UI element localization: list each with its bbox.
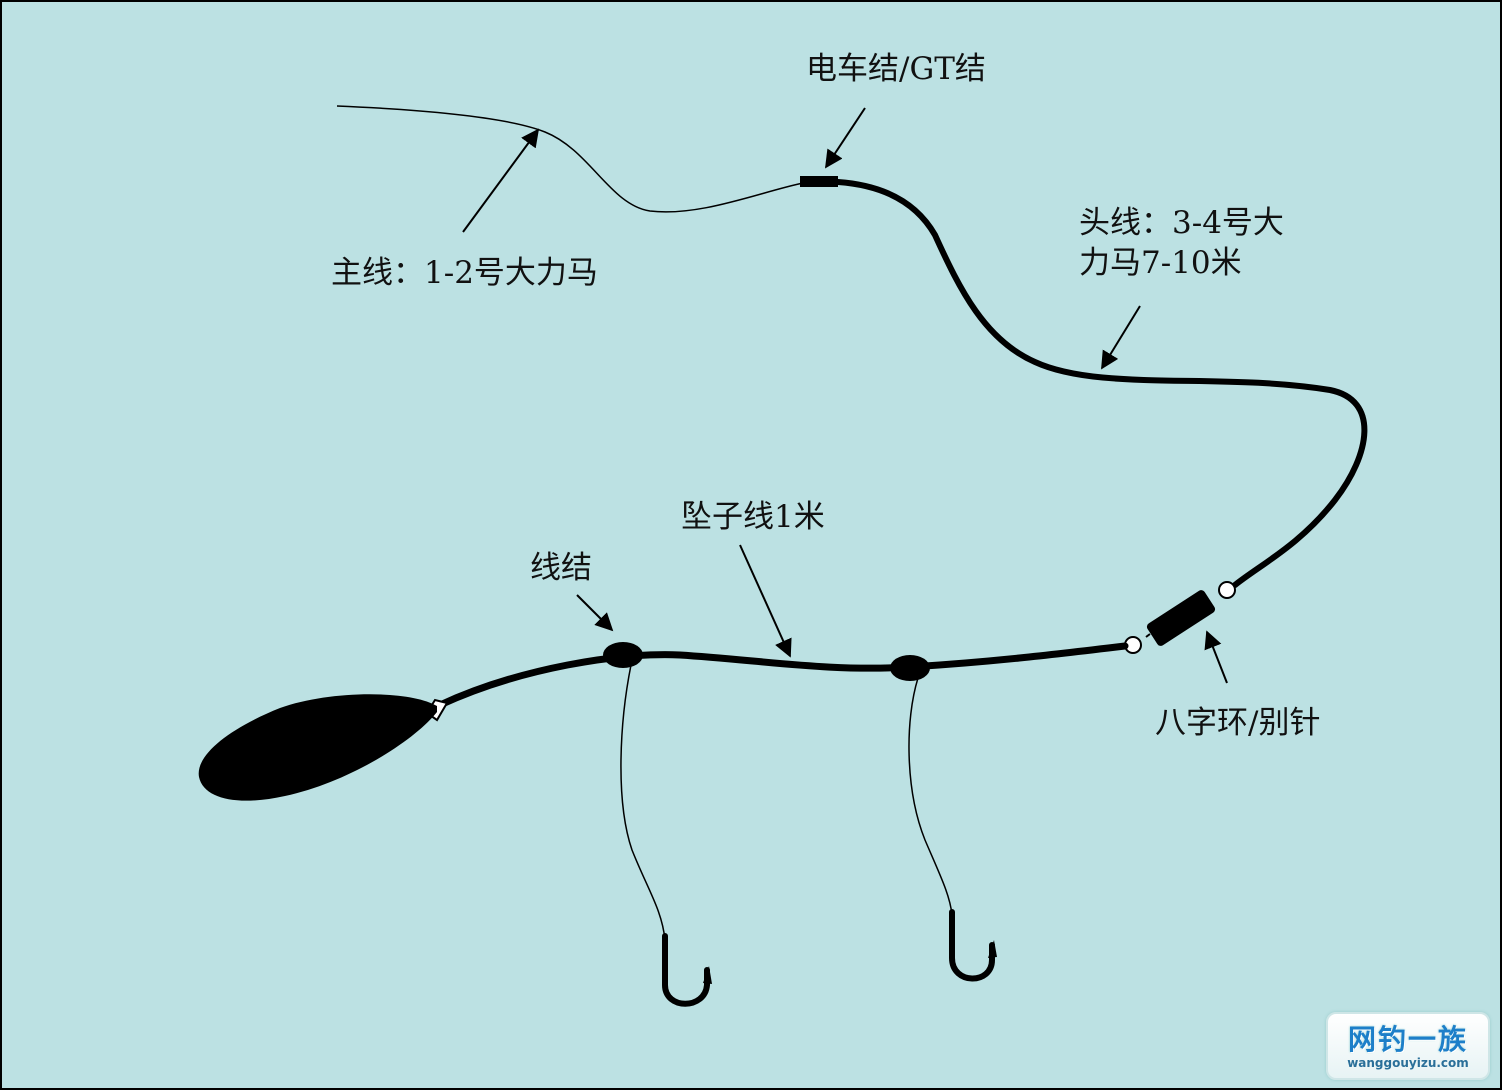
arrow-swivel — [1204, 630, 1228, 684]
hook-right — [949, 909, 995, 982]
gt-knot — [800, 176, 838, 187]
label-leader-line-1: 头线：3-4号大 — [1079, 205, 1284, 241]
label-gt-knot: 电车结/GT结 — [806, 51, 986, 87]
main-line — [336, 105, 804, 213]
swivel-ring-top — [1218, 581, 1236, 599]
watermark-logo: 网钓一族 wanggouyizu.com — [1326, 1012, 1490, 1080]
line-knot-left — [603, 642, 643, 668]
watermark-title: 网钓一族 — [1347, 1023, 1468, 1056]
label-line-knot: 线结 — [530, 550, 592, 586]
sinker-line — [436, 642, 1129, 709]
label-main-line: 主线：1-2号大力马 — [331, 255, 598, 291]
hook-line-right — [908, 677, 953, 916]
swivel-body — [1146, 590, 1216, 646]
arrow-sinker-line — [739, 544, 792, 658]
arrow-leader — [1101, 305, 1141, 370]
label-swivel: 八字环/别针 — [1155, 705, 1321, 741]
arrow-gt-knot — [825, 107, 866, 169]
label-sinker-line: 坠子线1米 — [681, 499, 825, 535]
label-leader-line-2: 力马7-10米 — [1079, 245, 1242, 281]
sinker-weight — [198, 694, 437, 801]
watermark-url: wanggouyizu.com — [1347, 1056, 1469, 1070]
hook-line-left — [620, 664, 666, 941]
arrow-main-line — [462, 128, 540, 233]
leader-line — [835, 179, 1368, 588]
line-knot-right — [890, 655, 930, 681]
hook-left — [662, 933, 710, 1007]
arrow-line-knot — [576, 594, 614, 632]
